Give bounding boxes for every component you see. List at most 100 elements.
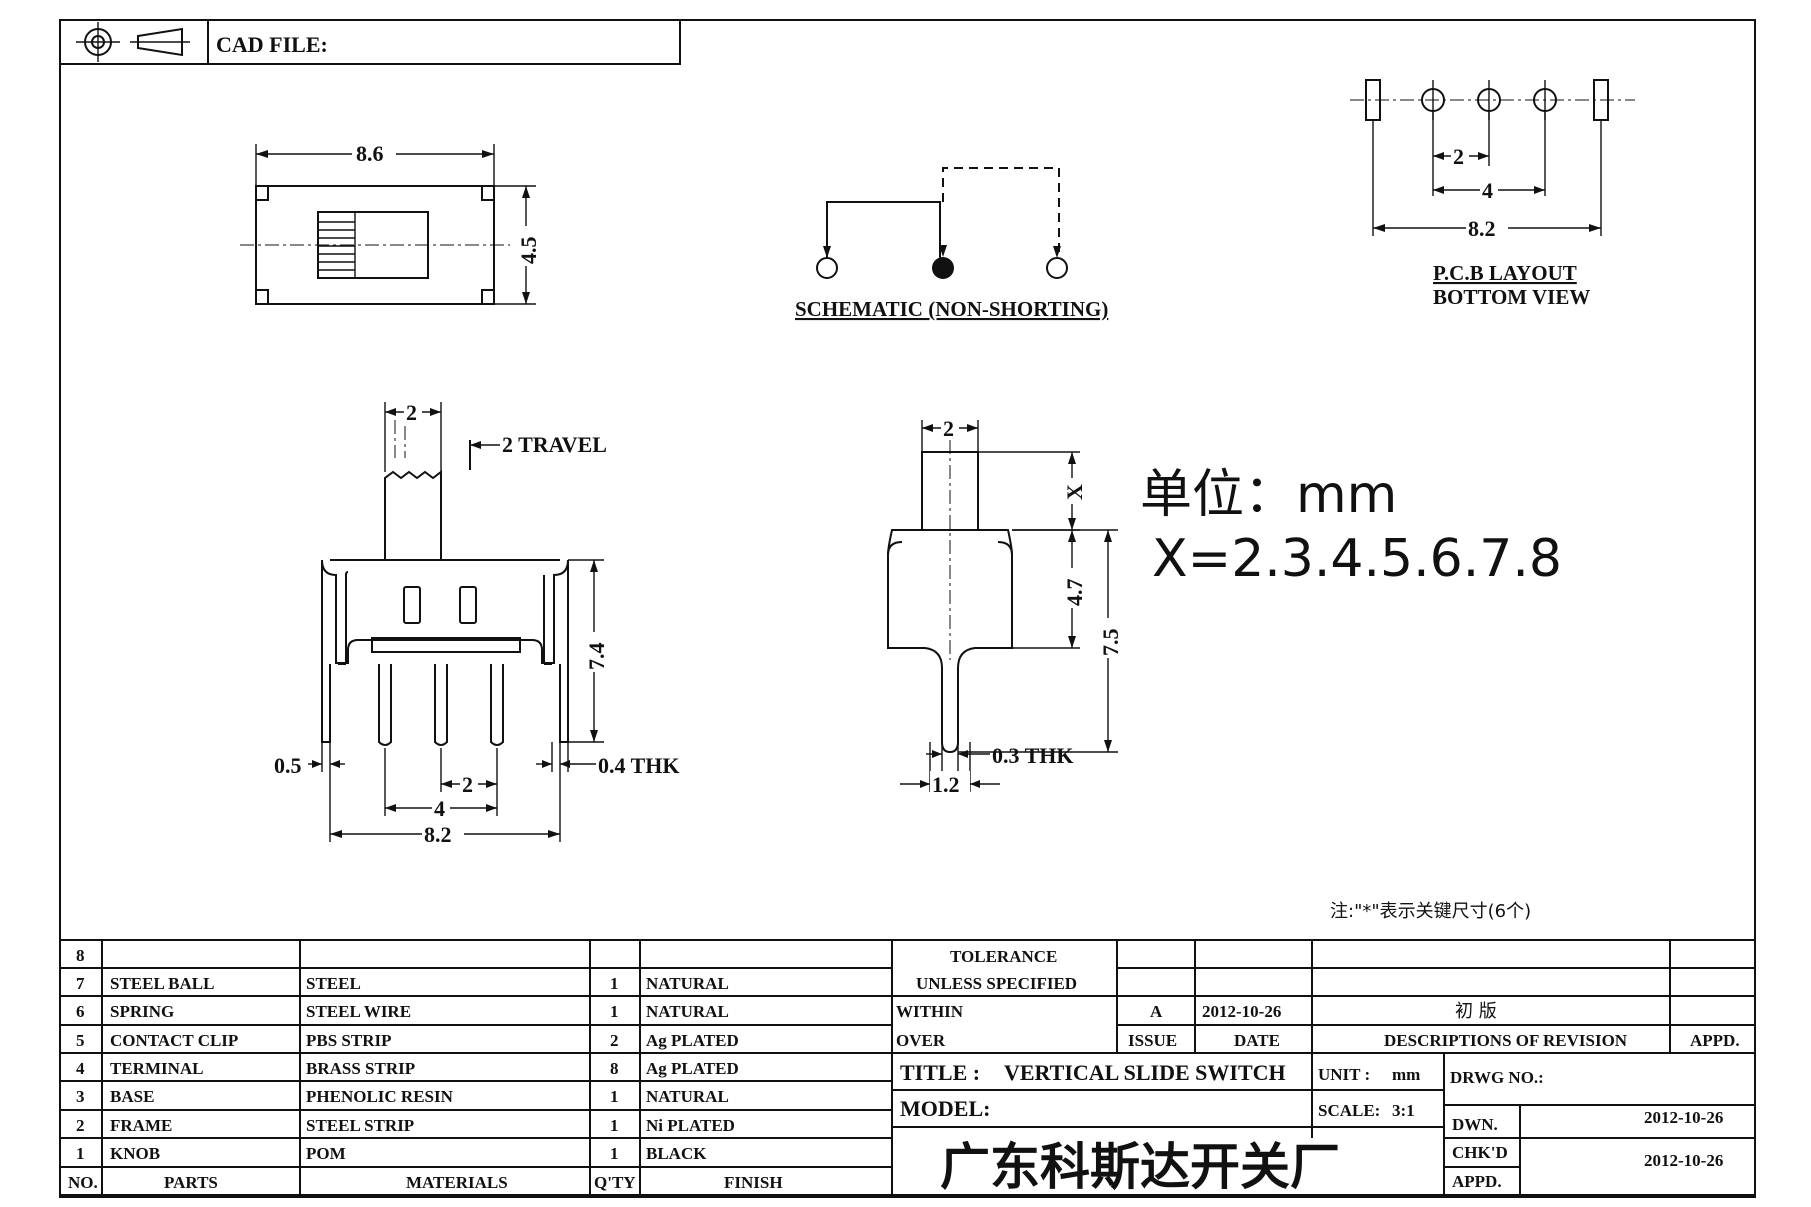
dim-front-travel: 2 TRAVEL <box>502 432 607 457</box>
revision-letter: A <box>1150 1002 1163 1021</box>
svg-text:STEEL STRIP: STEEL STRIP <box>306 1116 414 1135</box>
schematic-view: SCHEMATIC (NON-SHORTING) <box>795 167 1108 321</box>
appd-label-2: APPD. <box>1452 1172 1502 1191</box>
cad-file-label: CAD FILE: <box>216 32 328 57</box>
within-label: WITHIN <box>896 1002 964 1021</box>
bom-header-no: NO. <box>68 1173 98 1192</box>
svg-text:STEEL BALL: STEEL BALL <box>110 974 214 993</box>
bom-row-5: 5 CONTACT CLIP PBS STRIP 2 Ag PLATED <box>76 1031 739 1050</box>
pcb-layout-view: 2 4 8.2 P.C.B LAYOUT BOTTOM VIEW <box>1350 79 1635 309</box>
issue-label: ISSUE <box>1128 1031 1177 1050</box>
svg-text:1: 1 <box>610 1002 619 1021</box>
dim-side-thk: 0.3 THK <box>992 743 1074 768</box>
svg-text:NATURAL: NATURAL <box>646 974 729 993</box>
svg-text:1: 1 <box>76 1144 85 1163</box>
unit-label: UNIT : <box>1318 1065 1370 1084</box>
svg-text:5: 5 <box>76 1031 85 1050</box>
over-label: OVER <box>896 1031 946 1050</box>
model-label: MODEL: <box>900 1096 990 1121</box>
svg-text:SPRING: SPRING <box>110 1002 174 1021</box>
svg-text:8: 8 <box>610 1059 619 1078</box>
bom-header-parts: PARTS <box>164 1173 218 1192</box>
footnote: 注:"*"表示关键尺寸(6个) <box>1330 901 1531 922</box>
appd-label: APPD. <box>1690 1031 1740 1050</box>
bom-header-materials: MATERIALS <box>406 1173 508 1192</box>
svg-text:NATURAL: NATURAL <box>646 1002 729 1021</box>
descriptions-label: DESCRIPTIONS OF REVISION <box>1384 1031 1628 1050</box>
dim-front-left: 0.5 <box>274 753 302 778</box>
side-view: 2 X 4.7 7.5 0.3 THK <box>887 415 1123 797</box>
dim-pcb-pitch-2: 2 <box>1453 144 1464 169</box>
svg-text:BRASS STRIP: BRASS STRIP <box>306 1059 415 1078</box>
svg-text:1: 1 <box>610 974 619 993</box>
svg-text:1: 1 <box>610 1087 619 1106</box>
svg-text:PBS STRIP: PBS STRIP <box>306 1031 392 1050</box>
svg-text:7: 7 <box>76 974 85 993</box>
pcb-label: P.C.B LAYOUT <box>1433 261 1577 285</box>
dim-side-h75: 7.5 <box>1098 629 1123 657</box>
svg-text:3: 3 <box>76 1087 85 1106</box>
schematic-label: SCHEMATIC (NON-SHORTING) <box>795 297 1108 321</box>
dim-top-width: 8.6 <box>356 141 384 166</box>
svg-text:4: 4 <box>76 1059 85 1078</box>
bom-row-8: 8 <box>76 946 85 965</box>
svg-text:Ni PLATED: Ni PLATED <box>646 1116 735 1135</box>
unless-specified-label: UNLESS SPECIFIED <box>916 974 1077 993</box>
title-label: TITLE : <box>900 1060 980 1085</box>
dim-pcb-span: 8.2 <box>1468 216 1496 241</box>
dim-front-knob: 2 <box>406 400 417 425</box>
svg-text:1: 1 <box>610 1116 619 1135</box>
bom-header-row: NO. PARTS MATERIALS Q'TY FINISH <box>68 1173 783 1192</box>
dim-front-span82: 8.2 <box>424 822 452 847</box>
front-view: 2 2 TRAVEL 7.4 0.5 0.4 T <box>274 399 680 847</box>
bom-row-7: 7 STEEL BALL STEEL 1 NATURAL <box>76 974 729 993</box>
scale-label: SCALE: <box>1318 1101 1380 1120</box>
dim-front-pitch: 2 <box>462 772 473 797</box>
dim-side-x: X <box>1062 484 1087 500</box>
svg-text:KNOB: KNOB <box>110 1144 160 1163</box>
bom-header-finish: FINISH <box>724 1173 783 1192</box>
svg-text:CONTACT CLIP: CONTACT CLIP <box>110 1031 238 1050</box>
dim-front-span4: 4 <box>434 796 445 821</box>
scale-value: 3:1 <box>1392 1101 1415 1120</box>
svg-text:NATURAL: NATURAL <box>646 1087 729 1106</box>
cad-file-header: CAD FILE: <box>59 19 681 65</box>
dim-side-knob: 2 <box>943 416 954 441</box>
bom-row-3: 3 BASE PHENOLIC RESIN 1 NATURAL <box>76 1087 729 1106</box>
bom-row-6: 6 SPRING STEEL WIRE 1 NATURAL <box>76 1002 729 1021</box>
drawing-border <box>59 19 1756 1198</box>
tolerance-label: TOLERANCE <box>950 947 1057 966</box>
dim-front-height: 7.4 <box>584 643 609 671</box>
unit-value: mm <box>1392 1065 1420 1084</box>
svg-text:POM: POM <box>306 1144 346 1163</box>
svg-text:2: 2 <box>76 1116 85 1135</box>
bom-row-1: 1 KNOB POM 1 BLACK <box>76 1144 707 1163</box>
projection-symbol-icon <box>76 22 190 62</box>
svg-text:BASE: BASE <box>110 1087 154 1106</box>
svg-text:Ag PLATED: Ag PLATED <box>646 1031 739 1050</box>
drwg-no-label: DRWG NO.: <box>1450 1068 1544 1087</box>
dim-pcb-pitch-4: 4 <box>1482 178 1493 203</box>
revision-date: 2012-10-26 <box>1202 1002 1281 1021</box>
company-name: 广东科斯达开关厂 <box>940 1138 1340 1196</box>
bom-header-qty: Q'TY <box>594 1173 636 1192</box>
dim-front-thk: 0.4 THK <box>598 753 680 778</box>
chkd-date: 2012-10-26 <box>1644 1151 1723 1170</box>
dim-top-height: 4.5 <box>516 237 541 265</box>
svg-text:FRAME: FRAME <box>110 1116 172 1135</box>
svg-text:STEEL WIRE: STEEL WIRE <box>306 1002 411 1021</box>
date-label: DATE <box>1234 1031 1280 1050</box>
bom-row-2: 2 FRAME STEEL STRIP 1 Ni PLATED <box>76 1116 735 1135</box>
pcb-sublabel: BOTTOM VIEW <box>1433 285 1590 309</box>
revision-description: 初 版 <box>1455 1001 1497 1022</box>
dim-side-h47: 4.7 <box>1062 579 1087 607</box>
svg-text:6: 6 <box>76 1002 85 1021</box>
dwn-date: 2012-10-26 <box>1644 1108 1723 1127</box>
svg-text:BLACK: BLACK <box>646 1144 707 1163</box>
x-values-note: X=2.3.4.5.6.7.8 <box>1152 529 1562 589</box>
title-value: VERTICAL SLIDE SWITCH <box>1004 1060 1286 1085</box>
svg-text:PHENOLIC RESIN: PHENOLIC RESIN <box>306 1087 454 1106</box>
svg-text:STEEL: STEEL <box>306 974 361 993</box>
svg-text:TERMINAL: TERMINAL <box>110 1059 204 1078</box>
